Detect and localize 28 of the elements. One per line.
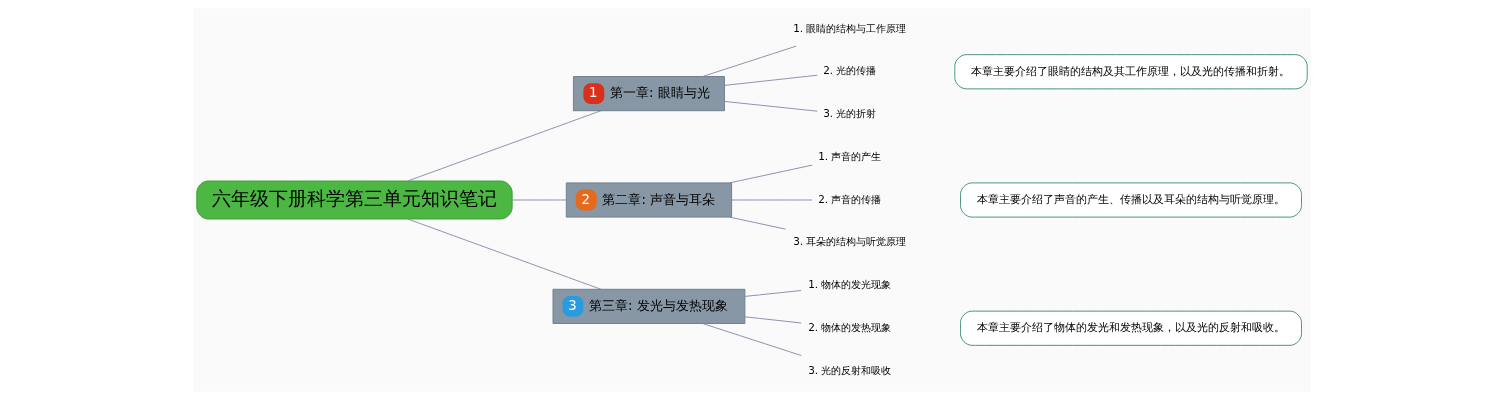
node-text: 3. 光的折射 <box>823 107 877 120</box>
connector <box>729 164 813 184</box>
node-box: 六年级下册科学第三单元知识笔记 <box>196 180 513 220</box>
node-text: 3. 光的反射和吸收 <box>808 363 892 376</box>
node-text: 1. 物体的发光现象 <box>808 278 892 291</box>
node-box: 本章主要介绍了物体的发光和发热现象，以及光的反射和吸收。 <box>960 310 1302 346</box>
node-box: 本章主要介绍了声音的产生、传播以及耳朵的结构与听觉原理。 <box>960 182 1302 218</box>
connector <box>511 199 567 201</box>
connector <box>407 218 602 290</box>
connector <box>729 216 787 230</box>
connector <box>724 74 818 86</box>
connector <box>731 199 813 201</box>
node-box: 2 第二章: 声音与耳朵 <box>565 182 733 218</box>
connector <box>744 316 802 324</box>
node-box: 1 第一章: 眼睛与光 <box>572 76 725 112</box>
node-text: 2. 光的传播 <box>823 64 877 77</box>
connector <box>744 290 802 297</box>
connector <box>407 110 602 182</box>
node-text: 2. 物体的发热现象 <box>808 320 892 333</box>
node-text: 1. 眼睛的结构与工作原理 <box>793 21 907 34</box>
connector <box>724 100 818 112</box>
connector <box>702 323 802 356</box>
node-text: 2. 声音的传播 <box>818 192 882 205</box>
connector <box>702 45 797 77</box>
node-text: 3. 耳朵的结构与听觉原理 <box>793 235 907 248</box>
node-text: 1. 声音的产生 <box>818 149 882 162</box>
node-box: 本章主要介绍了眼睛的结构及其工作原理，以及光的传播和折射。 <box>954 54 1308 90</box>
node-box: 3 第三章: 发光与发热现象 <box>552 288 746 324</box>
